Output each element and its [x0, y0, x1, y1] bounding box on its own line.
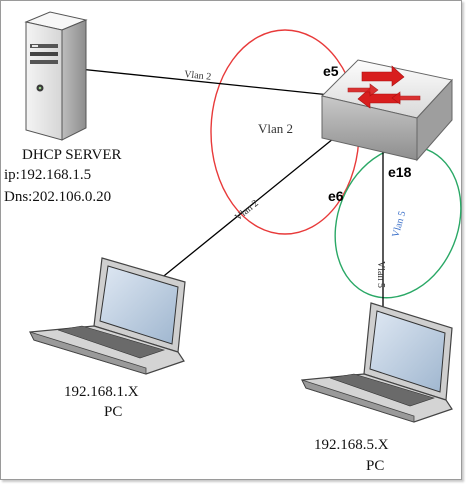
switch-icon [321, 59, 453, 162]
vlan-label-pc2-link: Vlan 5 [375, 261, 386, 288]
pc2-ip: 192.168.5.X [314, 437, 389, 453]
vlan-label-server-link: Vlan 2 [184, 69, 212, 83]
vlan-label-green-group: Vlan 5 [390, 210, 408, 239]
server-icon [24, 11, 88, 141]
laptop-icon [301, 302, 453, 423]
port-e6: e6 [328, 188, 344, 204]
laptop-icon [29, 257, 186, 375]
port-e18: e18 [388, 164, 412, 180]
link-server-switch [59, 66, 331, 96]
pc1-label: PC [104, 404, 122, 420]
pc1-ip: 192.168.1.X [64, 384, 139, 400]
server-ip: ip:192.168.1.5 [4, 167, 91, 183]
server-dns: Dns:202.106.0.20 [4, 189, 111, 205]
vlan5-group-ellipse [334, 145, 462, 299]
vlan-label-red-group: Vlan 2 [258, 121, 293, 136]
server-title: DHCP SERVER [22, 147, 122, 163]
port-e5: e5 [323, 63, 339, 79]
switch-arrows [347, 65, 421, 109]
pc2-label: PC [366, 458, 384, 474]
